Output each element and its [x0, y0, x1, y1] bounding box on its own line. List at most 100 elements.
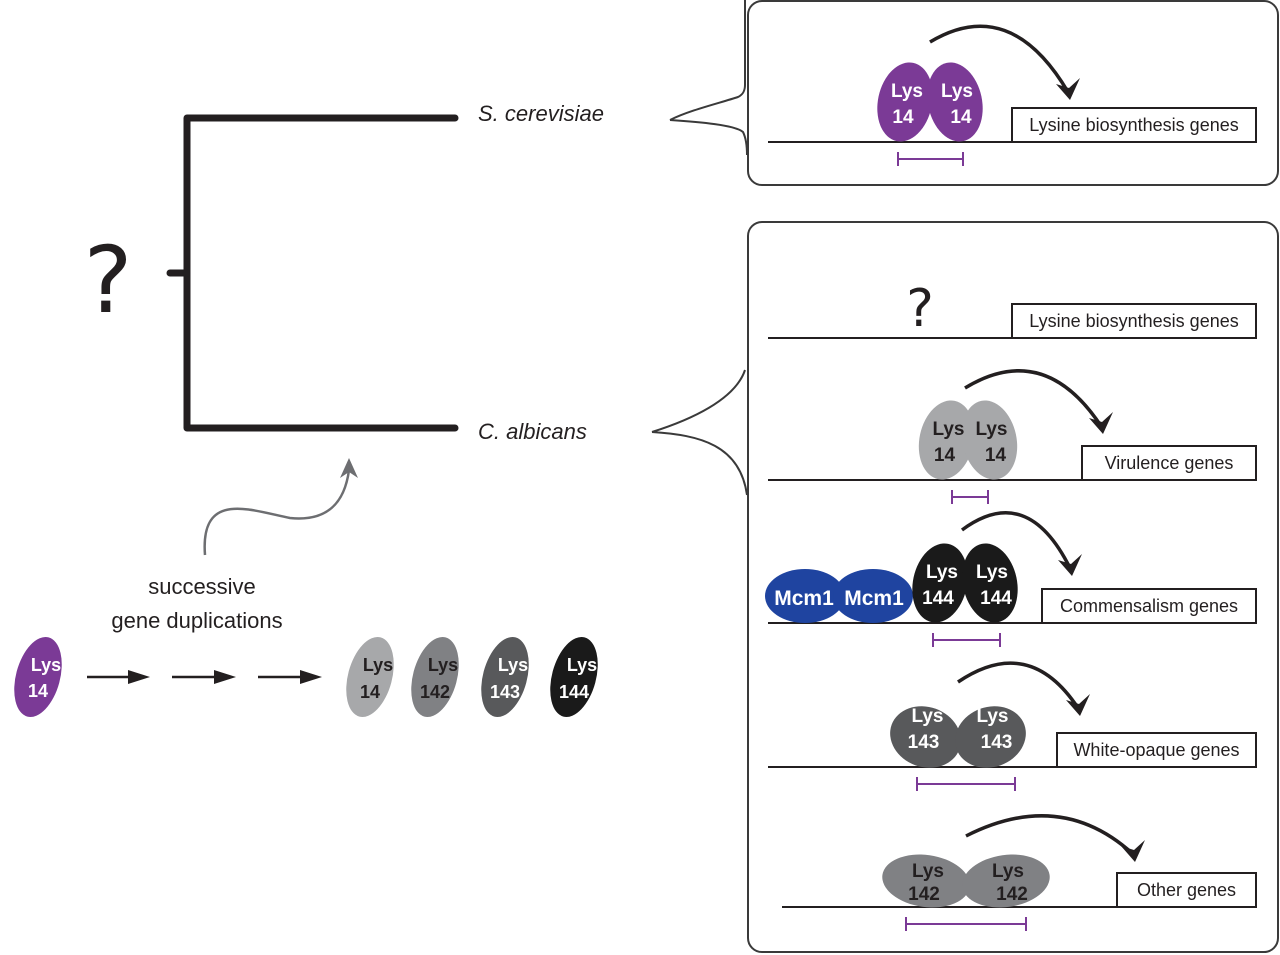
lys-number-right: 143	[981, 732, 1013, 753]
lys-monomer-right	[955, 706, 1026, 768]
species-label-s-cerevisiae: S. cerevisiae	[478, 101, 604, 126]
binding-motif-span	[932, 633, 1001, 647]
paralog-name: Lys	[363, 655, 393, 675]
binding-motif-span	[905, 917, 1027, 931]
lys-number-right: 142	[996, 884, 1028, 905]
lys-dimer: Lys Lys 143 143	[890, 706, 1026, 768]
gene-duplication-scheme: successive gene duplications Lys 14 Lys1…	[14, 574, 598, 718]
lys-name-right: Lys	[976, 706, 1008, 727]
lys-name-left: Lys	[891, 81, 923, 102]
root-question-mark: ?	[84, 227, 133, 334]
lys-monomer-right	[927, 62, 983, 142]
lys-name-left: Lys	[912, 861, 944, 882]
activation-arrowhead-icon	[1121, 840, 1145, 862]
brace-top-lower	[669, 119, 748, 156]
paralog-protein-shape	[550, 636, 598, 718]
target-gene-box	[1011, 303, 1257, 339]
tree-branches	[183, 114, 459, 432]
activation-arrow	[957, 661, 1080, 709]
ancestor-number: 14	[28, 681, 48, 701]
activation-arrowhead-icon	[1089, 412, 1113, 434]
paralog-lys14: Lys 14	[346, 636, 394, 718]
lys-number-right: 14	[985, 445, 1007, 466]
brace-bottom-upper	[651, 369, 746, 433]
activation-arrowhead-icon	[1066, 694, 1090, 716]
unknown-regulator-question-mark: ?	[906, 279, 934, 339]
caption-line-2: gene duplications	[111, 608, 282, 633]
paralog-protein-shape	[411, 636, 459, 718]
mcm1-protein-shape	[765, 569, 845, 623]
target-gene-box	[1011, 107, 1257, 143]
lys-name-right: Lys	[941, 81, 973, 102]
mcm1-label: Mcm1	[774, 587, 834, 610]
activation-arrow	[965, 814, 1135, 856]
lys-number-left: 142	[908, 884, 940, 905]
duplication-arrowhead-icon	[340, 458, 358, 478]
lys-monomer-right	[961, 400, 1018, 480]
lys-monomer-right	[962, 854, 1050, 908]
arrowhead-icon	[214, 670, 236, 684]
arrowhead-icon	[300, 670, 322, 684]
lys-monomer-left	[912, 543, 968, 623]
target-gene-label: Lysine biosynthesis genes	[1029, 311, 1238, 331]
activation-arrowhead-icon	[1056, 78, 1080, 100]
lys-name-left: Lys	[926, 562, 958, 583]
paralog-number: 142	[420, 682, 450, 702]
paralog-lys142: Lys 142	[411, 636, 459, 718]
paralog-number: 144	[559, 682, 589, 702]
lys-name-right: Lys	[976, 562, 1008, 583]
species-label-c-albicans: C. albicans	[478, 419, 587, 444]
caption-line-1: successive	[148, 574, 256, 599]
paralog-protein-shape	[481, 636, 529, 718]
brace-bottom-lower	[651, 431, 748, 496]
activation-arrow	[960, 511, 1072, 569]
regulation-row-lysine-biosynthesis-genes: Lysine biosynthesis genes?	[768, 279, 1257, 339]
mcm1-protein-shape	[833, 569, 913, 623]
lys-monomer-left	[918, 400, 975, 480]
lys-number-left: 14	[934, 445, 956, 466]
lys-monomer-left	[890, 706, 961, 768]
target-gene-box	[1081, 445, 1257, 481]
lys-monomer-left	[882, 854, 970, 908]
ancestor-name: Lys	[31, 655, 61, 675]
target-gene-label: Lysine biosynthesis genes	[1029, 115, 1238, 135]
target-gene-box	[1041, 588, 1257, 624]
target-gene-label: Commensalism genes	[1060, 596, 1238, 616]
binding-motif-span	[951, 490, 989, 504]
phylogenetic-tree: ? S. cerevisiae C. albicans	[84, 101, 604, 444]
activation-arrowhead-icon	[1058, 554, 1082, 576]
target-gene-label: Other genes	[1137, 880, 1236, 900]
lys-name-right: Lys	[992, 861, 1024, 882]
paralog-name: Lys	[498, 655, 528, 675]
panel-s-cerevisiae	[747, 0, 1279, 186]
ancestor-lys14: Lys 14	[14, 636, 62, 718]
target-gene-box	[1116, 872, 1257, 908]
target-gene-label: White-opaque genes	[1073, 740, 1239, 760]
lys-monomer-left	[877, 62, 933, 142]
lys-number-left: 143	[908, 732, 940, 753]
lys-monomer-right	[962, 543, 1018, 623]
lys-name-left: Lys	[932, 419, 964, 440]
paralog-number: 14	[360, 682, 380, 702]
lys-number-left: 144	[922, 588, 954, 609]
lys-name-left: Lys	[911, 706, 943, 727]
activation-arrow	[929, 24, 1070, 93]
brace-top	[669, 0, 746, 121]
activation-arrow	[964, 369, 1103, 427]
paralog-name: Lys	[428, 655, 458, 675]
regulation-row-white-opaque-genes: White-opaque genes Lys Lys 143 143	[768, 661, 1257, 791]
lys-number-left: 14	[892, 107, 914, 128]
